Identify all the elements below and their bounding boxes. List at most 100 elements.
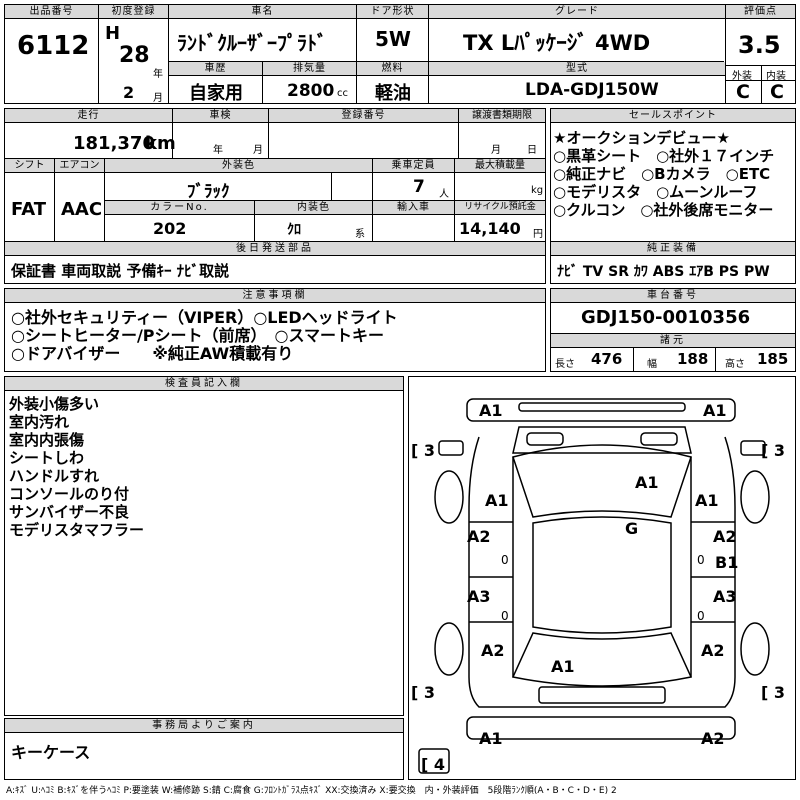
interior-label: 内装 [766,71,786,82]
capacity: 7 [413,177,425,197]
model-cell: 型式 LDA-GDJ150W [429,62,726,103]
length: 476 [591,350,623,368]
office-panel: 事務局よりご案内 キーケース [4,718,404,780]
displacement: 2800 [287,81,335,101]
grade-cell: グレード TX Lﾊﾟｯｹｰｼﾞ 4WD [429,5,726,61]
inspector-line: 室内内張傷 [9,431,85,449]
door-type: 5W [375,27,411,51]
shift: FAT [11,199,47,220]
shift-cell: シフト FAT [5,159,55,241]
mark-door-rl: A3 [467,587,491,606]
shift-label: シフト [5,159,54,173]
mark-front-left: A1 [479,401,503,420]
fuel: 軽油 [375,83,411,104]
reg-month: 2 [123,83,135,102]
door-cell: ドア形状 5W [357,5,429,61]
car-diagram [418,398,770,774]
reg-year: 28 [119,43,150,68]
parts-label: 後日発送部品 [5,242,545,256]
mark-zero-2: 0 [697,553,705,567]
sales-line: ○モデリスタ ○ムーンルーフ [553,183,758,201]
int-color-label: 内装色 [255,201,372,215]
inspector-label: 検査員記入欄 [5,377,403,391]
inspection-label: 車検 [173,109,268,123]
header-panel: 出品番号 6112 初度登録 H 28 年 2 月 車名 ﾗﾝﾄﾞｸﾙｰｻﾞｰﾌ… [4,4,751,104]
width: 188 [677,350,709,368]
recycle-cell: リサイクル預託金 14,140 円 [455,201,545,241]
equip: ﾅﾋﾞ TV SR ｶﾜ ABS ｴｱB PS PW [557,264,770,280]
mark-back: A1 [551,657,575,676]
car-name: ﾗﾝﾄﾞｸﾙｰｻﾞｰﾌﾟﾗﾄﾞ [177,31,327,55]
color-label: 外装色 [105,159,372,173]
ac-cell: エアコン AAC [55,159,105,241]
plate-label: 登録番号 [269,109,458,123]
inspector-line: コンソールのり付 [9,485,130,503]
recycle-unit: 円 [533,229,543,240]
history-cell: 車歴 自家用 [169,62,263,104]
transfer-label: 譲渡書類期限 [459,109,545,123]
notes-line: ○シートヒーター/Pシート（前席） ○スマートキー [11,326,385,345]
month-unit: 月 [153,93,163,104]
fuel-cell: 燃料 軽油 [357,62,429,104]
int-color: ｸﾛ [287,222,301,238]
length-label: 長さ [555,359,575,370]
notes-panel: 注意事項欄 ○社外セキュリティー（VIPER）○LEDヘッドライト ○シートヒー… [4,288,546,372]
color-cell: 外装色 ﾌﾞﾗｯｸ [105,159,373,202]
mark-door-fr: A2 [713,527,737,546]
office-text: キーケース [11,743,91,762]
era: H [105,23,121,44]
mark-zero-1: 0 [501,553,509,567]
mark-spare: [ 4 [421,755,446,774]
score-label: 評価点 [726,5,795,19]
year-unit: 年 [153,69,163,80]
transfer-month-unit: 月 [491,145,501,156]
mark-tire-rl: [ 3 [411,683,436,702]
score-panel: 評価点 3.5 外装 内装 C C [725,4,796,104]
mark-qtr-l: A2 [481,641,505,660]
model-label: 型式 [429,62,725,76]
sales-line: ○純正ナビ ○Bカメラ ○ETC [553,165,771,183]
mileage-unit: km [145,133,176,154]
sales-line: ○クルコン ○社外後席モニター [553,201,774,219]
lot-label: 出品番号 [5,5,98,19]
mark-fender-l: A1 [485,491,509,510]
mileage-label: 走行 [5,109,172,123]
recycle-label: リサイクル預託金 [455,201,545,215]
width-label: 幅 [647,359,657,370]
history: 自家用 [189,83,243,104]
car-name-label: 車名 [169,5,356,19]
color: ﾌﾞﾗｯｸ [187,182,230,202]
score: 3.5 [738,31,781,59]
capacity-label: 乗車定員 [373,159,454,173]
mark-door-fl: A2 [467,527,491,546]
mark-tire-fl: [ 3 [411,441,436,460]
mark-tire-rr: [ 3 [761,683,786,702]
mileage-cell: 走行 181,370 km [5,109,176,158]
ac: AAC [61,199,103,220]
inspector-panel: 検査員記入欄 外装小傷多い 室内汚れ 室内内張傷 シートしわ ハンドルすれ コン… [4,376,404,716]
int-color-unit: 系 [355,229,365,240]
chassis-panel: 車台番号 GDJ150-0010356 諸元 長さ 476 幅 188 高さ 1… [550,288,796,372]
dims-label: 諸元 [551,334,795,348]
exterior-label: 外装 [732,71,752,82]
color-no: 202 [153,219,187,238]
notes-line: ○社外セキュリティー（VIPER）○LEDヘッドライト [11,308,398,327]
sales-label: セールスポイント [551,109,795,123]
model: LDA-GDJ150W [525,80,659,100]
exterior-grade: C [736,81,750,103]
car-diagram-panel: A1 A1 [ 3 [ 3 A1 A1 A1 G A2 A2 B1 0 0 A3… [408,376,796,780]
mark-qtr-r: A2 [701,641,725,660]
sales-line: ★オークションデビュー★ [553,129,730,147]
capacity-cell: 乗車定員 7 人 [373,159,455,200]
inspector-line: シートしわ [9,449,85,467]
fuel-label: 燃料 [357,62,428,76]
displacement-label: 排気量 [263,62,356,76]
parts: 保証書 車両取説 予備ｷｰ ﾅﾋﾞ取説 [11,262,230,280]
mark-rear-l: A1 [479,729,503,748]
inspector-line: 外装小傷多い [9,395,100,413]
notes-line: ○ドアバイザー ※純正AW積載有り [11,344,294,363]
mark-door-fr2: B1 [715,553,739,572]
recycle: 14,140 [459,219,521,238]
mark-roof: G [625,519,639,538]
legend: A:ｷｽﾞ U:ﾍｺﾐ B:ｷｽﾞを伴うﾍｺﾐ P:要塗装 W:補修跡 S:錆 … [6,786,617,796]
